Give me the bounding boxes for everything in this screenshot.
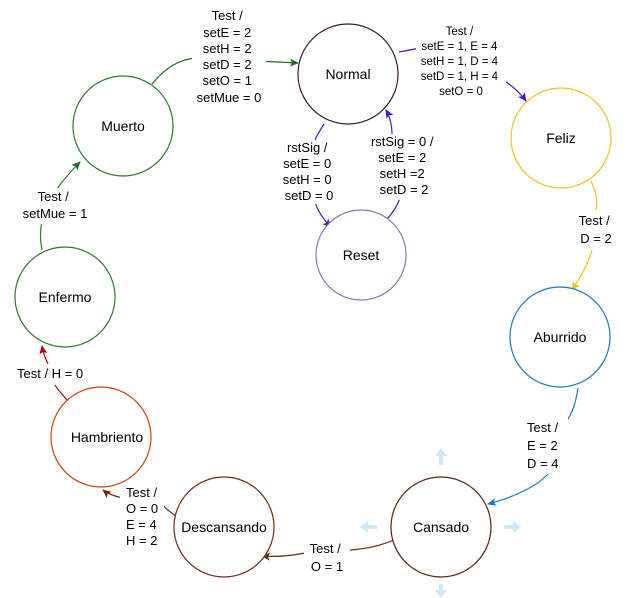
label-muerto-normal: Test / setE = 2 setH = 2 setD = 2 setO =…	[192, 8, 266, 106]
state-cansado-label: Cansado	[413, 519, 469, 535]
label-descansando-hambriento: Test / O = 0 E = 4 H = 2	[120, 484, 164, 550]
state-aburrido-label: Aburrido	[534, 329, 587, 345]
state-hambriento-label: Hambriento	[71, 429, 144, 445]
state-reset-label: Reset	[343, 247, 380, 263]
svg-text:Test / O = 0 E = 4: Test / O = 0 E = 4 H = 2	[126, 485, 162, 548]
label-line: E = 2	[527, 438, 558, 453]
state-reset[interactable]: Reset	[315, 209, 407, 301]
label-hambriento-enfermo: Test / H = 0	[14, 364, 88, 384]
label-line: Test / H = 0	[17, 366, 83, 381]
label-line: setE = 0	[283, 156, 331, 171]
move-handles[interactable]	[360, 448, 521, 598]
svg-text:rstSig = 0 / setE = 2: rstSig = 0 / setE = 2 setH =2 setD = 2	[371, 134, 437, 197]
state-hambriento[interactable]: Hambriento	[50, 386, 152, 488]
label-line: Test /	[38, 189, 69, 204]
svg-text:Test / O = 1: Test / O = 1	[310, 541, 345, 574]
move-up-arrow-icon[interactable]	[435, 448, 447, 465]
svg-text:Test / E = 2 D = 4: Test / E = 2 D = 4	[527, 420, 562, 471]
move-left-arrow-icon[interactable]	[360, 521, 377, 533]
edge-feliz-aburrido[interactable]	[572, 180, 598, 290]
label-line: setH = 0	[283, 172, 332, 187]
label-reset-normal: rstSig = 0 / setE = 2 setH =2 setD = 2	[368, 134, 440, 200]
label-line: setD = 0	[285, 188, 334, 203]
label-line: D = 2	[580, 231, 611, 246]
label-line: D = 4	[527, 456, 558, 471]
label-line: setD = 1, H = 4	[421, 71, 499, 83]
label-line: setD = 2	[203, 57, 252, 72]
state-normal[interactable]: Normal	[297, 23, 399, 125]
state-aburrido[interactable]: Aburrido	[509, 286, 611, 388]
label-line: setE = 1, E = 4	[421, 41, 498, 53]
label-line: setE = 2	[203, 25, 251, 40]
edge-hambriento-enfermo[interactable]	[42, 346, 68, 401]
label-line: setE = 2	[378, 150, 426, 165]
label-line: O = 1	[311, 559, 343, 574]
label-line: Test /	[527, 420, 558, 435]
label-line: Test /	[579, 213, 610, 228]
label-line: Test /	[126, 485, 157, 500]
move-right-arrow-icon[interactable]	[504, 521, 521, 533]
label-normal-feliz: Test / setE = 1, E = 4 setH = 1, D = 4 s…	[416, 24, 506, 100]
label-line: rstSig /	[287, 140, 328, 155]
svg-text:Test / H = 0: Test / H = 0	[17, 366, 83, 381]
label-line: setH = 2	[203, 41, 252, 56]
label-line: setH = 1, D = 4	[421, 56, 499, 68]
label-line: setH =2	[380, 166, 425, 181]
label-line: E = 4	[126, 517, 157, 532]
state-descansando-label: Descansando	[181, 519, 267, 535]
move-down-arrow-icon[interactable]	[435, 584, 447, 598]
label-line: H = 2	[126, 533, 157, 548]
edge-enfermo-muerto[interactable]	[39, 162, 81, 251]
state-cansado[interactable]: Cansado	[390, 476, 492, 578]
state-muerto[interactable]: Muerto	[72, 75, 174, 177]
label-line: setO = 1	[202, 73, 252, 88]
state-normal-label: Normal	[325, 66, 370, 82]
state-descansando[interactable]: Descansando	[173, 476, 275, 578]
label-enfermo-muerto: Test / setMue = 1	[18, 188, 92, 224]
label-line: rstSig = 0 /	[371, 134, 434, 149]
label-line: Test /	[446, 26, 474, 38]
label-aburrido-cansado: Test / E = 2 D = 4	[524, 418, 568, 474]
label-cansado-descansando: Test / O = 1	[304, 538, 350, 576]
label-normal-reset: rstSig / setE = 0 setH = 0 setD = 0	[278, 140, 342, 204]
state-enfermo-label: Enfermo	[39, 289, 92, 305]
svg-text:Test / setE = 1, E = 4: Test / setE = 1, E = 4 setH = 1, D = 4 s…	[421, 26, 502, 98]
label-line: setO = 0	[439, 86, 483, 98]
state-enfermo[interactable]: Enfermo	[14, 246, 116, 348]
svg-text:Test / D = 2: Test / D = 2	[579, 213, 614, 246]
svg-text:Test / setMue = 1: Test / setMue = 1	[23, 189, 88, 221]
state-feliz-label: Feliz	[546, 130, 576, 146]
label-line: setMue = 1	[23, 206, 88, 221]
svg-text:rstSig / setE = 0: rstSig / setE = 0 setH = 0 setD = 0	[283, 140, 335, 203]
label-line: Test /	[310, 541, 341, 556]
label-line: setD = 2	[380, 182, 429, 197]
svg-text:Test / setE = 2 se: Test / setE = 2 setH = 2 setD = 2 setO =…	[197, 8, 262, 105]
state-feliz[interactable]: Feliz	[510, 87, 612, 189]
label-line: setMue = 0	[197, 90, 262, 105]
label-line: Test /	[212, 8, 243, 23]
label-line: O = 0	[126, 501, 158, 516]
label-feliz-aburrido: Test / D = 2	[572, 210, 620, 248]
state-muerto-label: Muerto	[101, 118, 145, 134]
